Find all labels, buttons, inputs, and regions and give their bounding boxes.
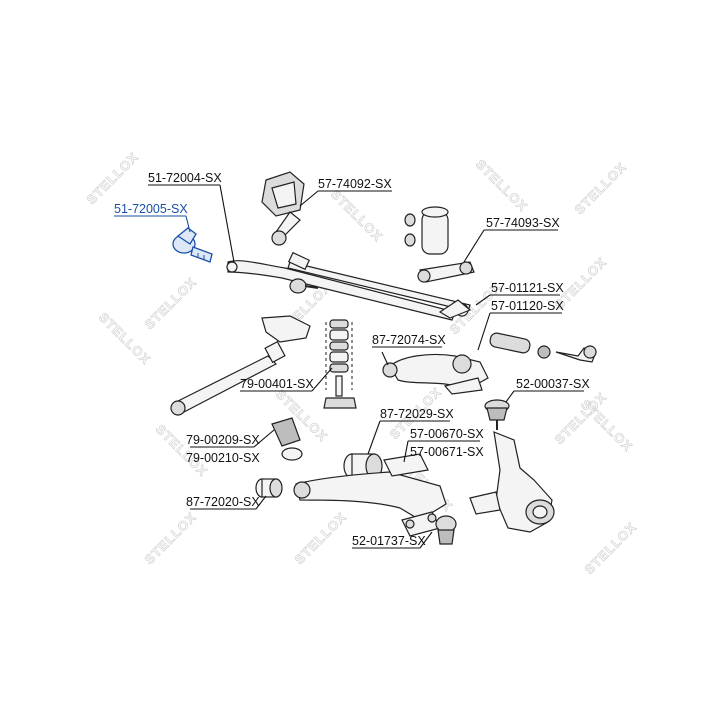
watermark-text: STELLOX: [328, 187, 386, 245]
watermark-text: STELLOX: [142, 509, 200, 567]
label-79-00401[interactable]: 79-00401-SX: [240, 377, 314, 391]
label-57-74092[interactable]: 57-74092-SX: [318, 177, 392, 191]
watermark-text: STELLOX: [292, 509, 350, 567]
upper-control-arm-part[interactable]: [382, 299, 489, 395]
label-57-74093[interactable]: 57-74093-SX: [486, 216, 560, 230]
label-79-00210[interactable]: 79-00210-SX: [186, 451, 260, 465]
label-57-00670[interactable]: 57-00670-SX: [410, 427, 484, 441]
label-51-72005[interactable]: 51-72005-SX: [114, 202, 188, 216]
stabilizer-bushing-part[interactable]: [271, 417, 303, 461]
label-87-72020[interactable]: 87-72020-SX: [186, 495, 260, 509]
watermark-text: STELLOX: [572, 159, 630, 217]
watermark-text: STELLOX: [142, 274, 200, 332]
pitman-arm-part[interactable]: [261, 171, 311, 271]
leader-lines: [114, 184, 584, 549]
label-51-72004[interactable]: 51-72004-SX: [148, 171, 222, 185]
watermark-text: STELLOX: [578, 397, 636, 455]
idler-arm-part[interactable]: [404, 206, 475, 283]
label-57-01121[interactable]: 57-01121-SX: [491, 281, 564, 295]
steering-knuckle-part[interactable]: [469, 431, 555, 533]
lower-control-arm-part[interactable]: [293, 453, 447, 521]
label-57-00671[interactable]: 57-00671-SX: [410, 445, 484, 459]
strut-bushing-part[interactable]: [255, 478, 283, 498]
watermark-text: STELLOX: [473, 157, 531, 215]
stud-part[interactable]: [289, 278, 319, 294]
stabilizer-bar-part[interactable]: [170, 315, 311, 416]
tie-rod-end-part[interactable]: [172, 227, 213, 263]
upper-ball-joint-part[interactable]: [484, 399, 510, 430]
label-87-72029[interactable]: 87-72029-SX: [380, 407, 454, 421]
watermark-text: STELLOX: [84, 149, 142, 207]
label-87-72074[interactable]: 87-72074-SX: [372, 333, 446, 347]
stabilizer-link-part[interactable]: [323, 319, 357, 409]
lower-ball-joint-part[interactable]: [401, 511, 457, 545]
adjusting-sleeve-part[interactable]: [489, 332, 597, 363]
label-52-01737[interactable]: 52-01737-SX: [352, 534, 426, 548]
label-57-01120[interactable]: 57-01120-SX: [491, 299, 564, 313]
label-52-00037[interactable]: 52-00037-SX: [516, 377, 590, 391]
label-79-00209[interactable]: 79-00209-SX: [186, 433, 260, 447]
part-labels: 51-72004-SX 51-72005-SX 57-74092-SX 57-7…: [114, 171, 590, 548]
watermark-text: STELLOX: [582, 519, 640, 577]
